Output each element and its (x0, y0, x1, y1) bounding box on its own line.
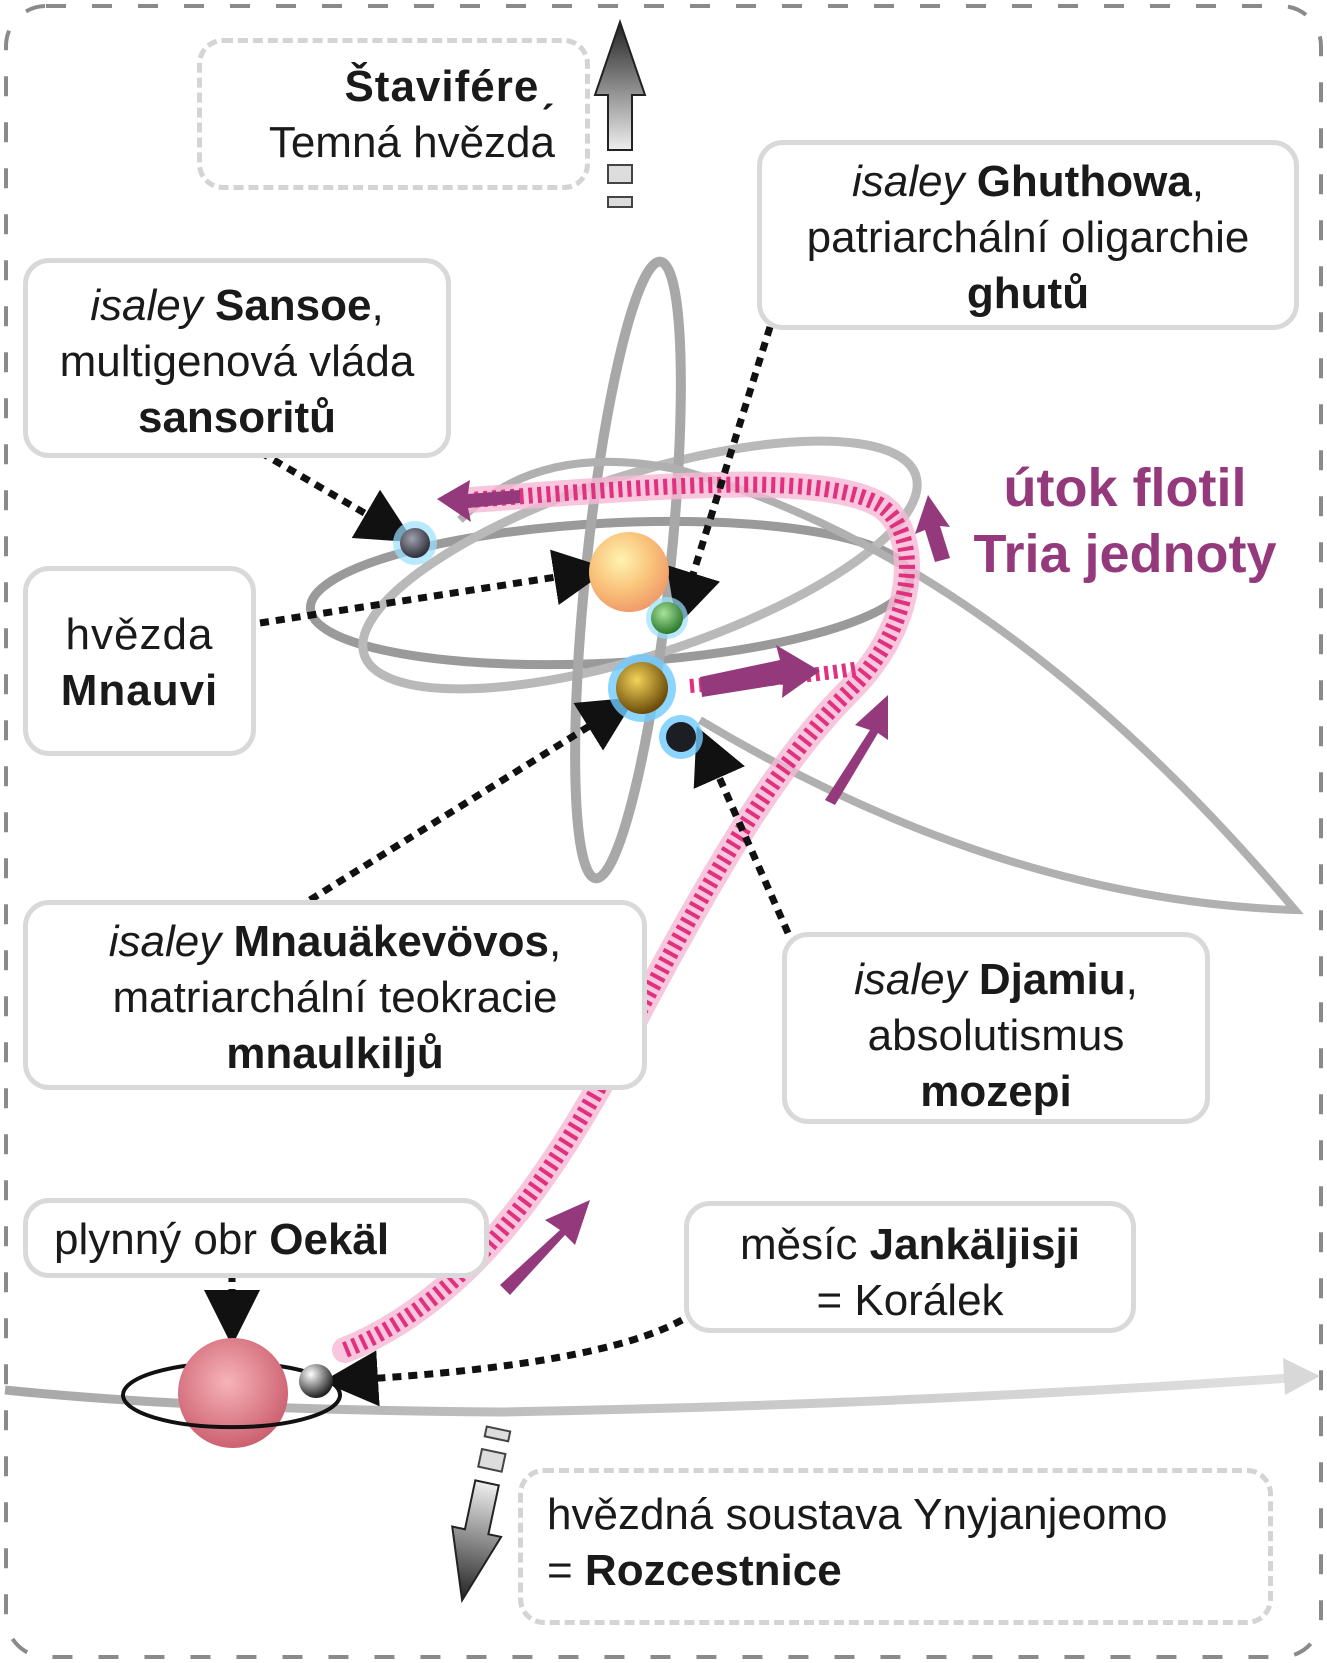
planet-djamiu (666, 722, 696, 752)
djamiu-name: Djamiu (978, 955, 1126, 1004)
label-attack: útok flotil Tria jednoty (955, 455, 1295, 587)
star-line1: hvězda (65, 610, 214, 659)
track-arrowhead (1283, 1358, 1320, 1395)
dark-star-name: Štaviféreˏ (344, 62, 555, 111)
fleet-arrows (437, 480, 950, 1295)
fleet-arrow-outbound (915, 495, 950, 562)
gas-giant-oekal (178, 1338, 288, 1448)
ghuthowa-sep: , (1191, 157, 1205, 206)
planet-sansoe (400, 528, 430, 558)
sansoe-name: Sansoe (214, 281, 372, 330)
dark-star-desc: Temná hvězda (268, 118, 555, 167)
mnauakevovos-name: Mnauäkevövos (233, 917, 549, 966)
label-djamiu: isaley Djamiu, absolutismus mozepi (782, 932, 1210, 1124)
system-line1: hvězdná soustava Ynyjanjeomo (547, 1490, 1168, 1539)
label-sansoe: isaley Sansoe, multigenová vláda sansori… (23, 258, 451, 458)
attack-line2: Tria jednoty (973, 524, 1277, 584)
sansoe-desc: multigenová vláda (59, 337, 415, 386)
pointer-star (259, 549, 610, 627)
sansoe-prefix: isaley (90, 281, 203, 330)
djamiu-desc: absolutismus (867, 1011, 1125, 1060)
djamiu-people: mozepi (920, 1067, 1072, 1116)
star-mnauvi (589, 532, 669, 612)
label-dark-star: Štaviféreˏ Temná hvězda (197, 38, 590, 190)
label-moon: měsíc Jankäljisji = Korálek (684, 1201, 1136, 1333)
label-star: hvězda Mnauvi (23, 566, 256, 756)
arrow-down-icon (451, 1425, 512, 1604)
interstellar-track (4, 1373, 1291, 1417)
pointer-sansoe (258, 448, 415, 543)
fleet-arrow-middle (825, 695, 888, 805)
pointers (204, 325, 792, 1407)
planets (393, 521, 703, 759)
attack-line1: útok flotil (1003, 458, 1247, 518)
fleet-arrow-inner (700, 645, 820, 698)
moon-jankaljisji (299, 1364, 333, 1398)
label-mnauakevovos: isaley Mnauäkevövos, matriarchální teokr… (23, 900, 647, 1090)
moon-name: Jankäljisji (869, 1220, 1080, 1269)
outer-frame (4, 4, 1323, 1659)
moon-alias: = Korálek (816, 1276, 1004, 1325)
fleet-path (332, 471, 921, 1363)
gas-giant-system (121, 1338, 342, 1448)
system-name: Rozcestnice (584, 1546, 842, 1595)
star-name: Mnauvi (60, 666, 219, 715)
gas-giant-text: plynný obr (54, 1215, 258, 1264)
pointer-ghuthowa (666, 325, 774, 627)
fleet-path-line (342, 476, 916, 1358)
fleet-arrow-lower (500, 1200, 590, 1295)
ghuthowa-prefix: isaley (851, 157, 965, 206)
label-ghuthowa: isaley Ghuthowa, patriarchální oligarchi… (757, 140, 1299, 330)
mnauakevovos-desc: matriarchální teokracie (112, 973, 558, 1022)
sansoe-people: sansoritů (137, 393, 337, 442)
ghuthowa-desc: patriarchální oligarchie (806, 213, 1250, 262)
label-gas-giant: plynný obr Oekäl (23, 1198, 489, 1278)
fleet-arrow-upper (437, 480, 520, 522)
djamiu-prefix: isaley (854, 955, 967, 1004)
label-system: hvězdná soustava Ynyjanjeomo = Rozcestni… (518, 1468, 1273, 1625)
ghuthowa-name: Ghuthowa (976, 157, 1192, 206)
djamiu-sep: , (1125, 955, 1138, 1004)
arrow-up-icon (593, 18, 647, 208)
orbit-wide (457, 457, 1304, 915)
moon-text: měsíc (740, 1220, 858, 1269)
gas-giant-name: Oekäl (269, 1215, 390, 1264)
mnauakevovos-prefix: isaley (108, 917, 222, 966)
system-prefix: = (547, 1546, 585, 1595)
pointer-mnauakevovos (308, 697, 636, 903)
ghuthowa-people: ghutů (966, 269, 1090, 318)
planet-mnauakevovos (616, 662, 668, 714)
pointer-moon (322, 1316, 684, 1407)
planet-ghuthowa (651, 602, 683, 634)
sansoe-sep: , (371, 281, 384, 330)
pointer-djamiu (693, 726, 792, 935)
mnauakevovos-sep: , (548, 917, 562, 966)
mnauakevovos-people: mnaulkiljů (226, 1029, 444, 1078)
